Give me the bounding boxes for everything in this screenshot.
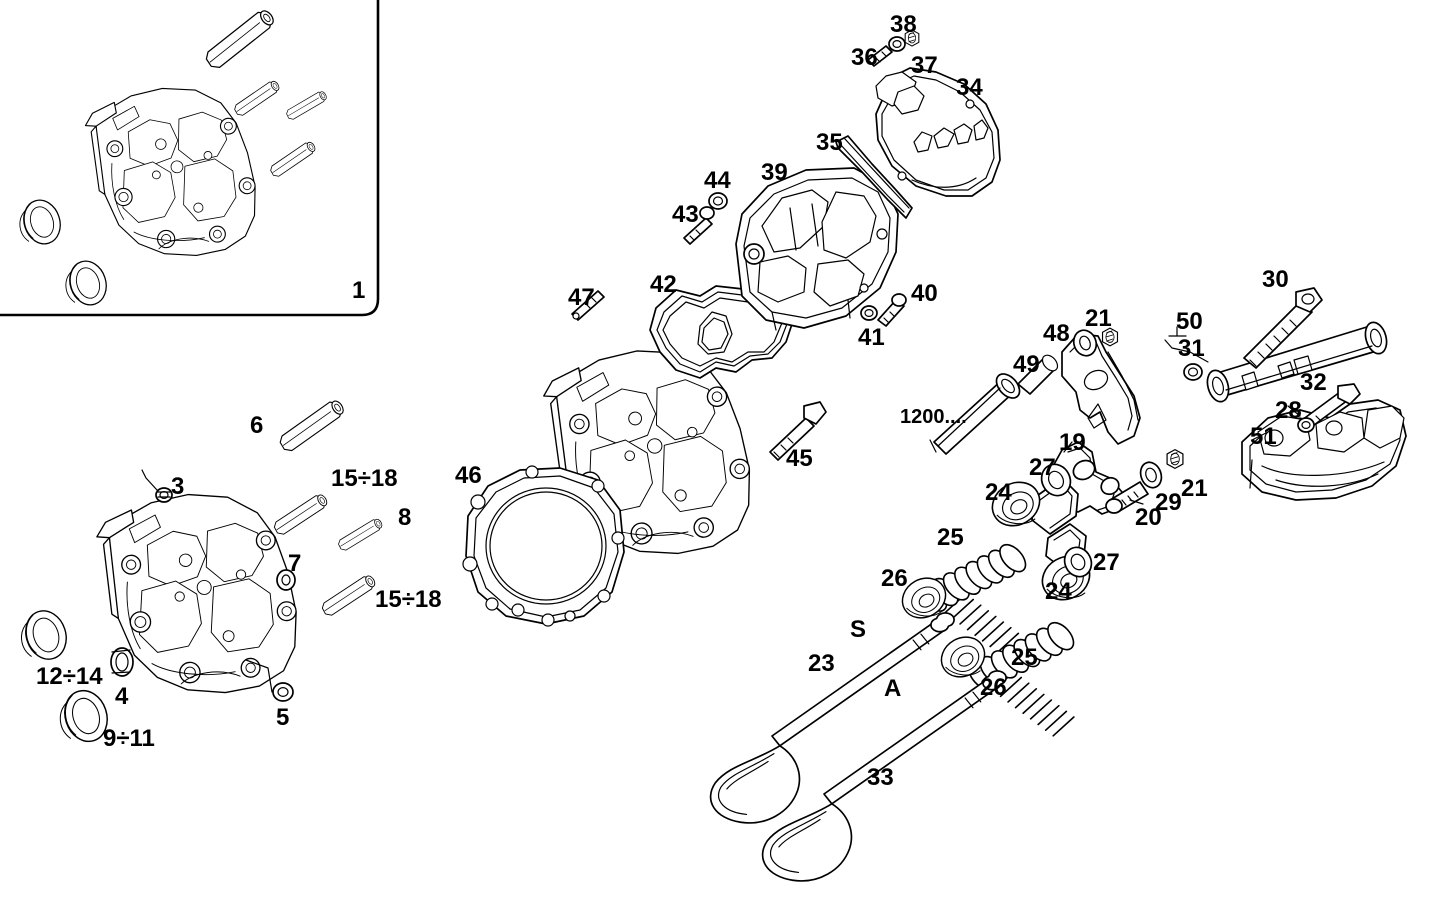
callout-5: 5 bbox=[276, 704, 290, 731]
callout-24: 24 bbox=[1045, 578, 1072, 605]
callout-21: 21 bbox=[1181, 475, 1208, 502]
callout-s: S bbox=[850, 616, 867, 643]
callout-12-14: 12÷14 bbox=[36, 663, 103, 690]
callout-1200----: 1200.... bbox=[900, 406, 967, 428]
callout-39: 39 bbox=[761, 159, 788, 186]
part-47-stud bbox=[571, 290, 605, 321]
callout-36: 36 bbox=[851, 44, 878, 71]
part-49-shaft bbox=[929, 373, 1021, 455]
callout-32: 32 bbox=[1300, 369, 1327, 396]
part-27-collet-upper bbox=[1040, 463, 1072, 497]
callout-27: 27 bbox=[1029, 454, 1056, 481]
callout-43: 43 bbox=[672, 201, 699, 228]
part-40-bolt bbox=[877, 293, 907, 327]
callout-leaders bbox=[1063, 405, 1301, 505]
callout-45: 45 bbox=[786, 445, 813, 472]
callout-51: 51 bbox=[1250, 423, 1277, 450]
part-41-washer bbox=[860, 305, 878, 321]
part-29-washer bbox=[1139, 461, 1163, 489]
callout-38: 38 bbox=[890, 11, 917, 38]
part-34-outer-cover bbox=[875, 67, 1001, 197]
callout-25: 25 bbox=[1011, 644, 1038, 671]
callout-26: 26 bbox=[881, 565, 908, 592]
callout-37: 37 bbox=[911, 52, 938, 79]
callout-3: 3 bbox=[171, 473, 185, 500]
part-31-washer bbox=[1183, 363, 1203, 381]
part-46-head-gasket bbox=[462, 465, 625, 627]
part-50-bracket-leader bbox=[1164, 326, 1209, 363]
callout-50: 50 bbox=[1176, 308, 1203, 335]
part-35-seal-strip bbox=[835, 135, 913, 219]
callout-27: 27 bbox=[1093, 549, 1120, 576]
part-3-plug bbox=[155, 487, 173, 503]
callout-25: 25 bbox=[937, 524, 964, 551]
part-31-camshaft bbox=[1206, 321, 1388, 403]
callout-47: 47 bbox=[568, 284, 595, 311]
callout-1: 1 bbox=[352, 277, 366, 304]
callout-6: 6 bbox=[250, 412, 264, 439]
callout-24: 24 bbox=[985, 479, 1012, 506]
callout-42: 42 bbox=[650, 271, 677, 298]
callout-35: 35 bbox=[816, 129, 843, 156]
callout-28: 28 bbox=[1275, 397, 1302, 424]
part-3-leader bbox=[141, 469, 158, 491]
callout-44: 44 bbox=[704, 167, 731, 194]
callout-21: 21 bbox=[1085, 305, 1112, 332]
callout-34: 34 bbox=[956, 74, 983, 101]
callout-15-18: 15÷18 bbox=[331, 465, 398, 492]
callout-23: 23 bbox=[808, 650, 835, 677]
callout-29: 29 bbox=[1155, 489, 1182, 516]
callout-9-11: 9÷11 bbox=[103, 725, 155, 752]
part-51-cam-carrier bbox=[1241, 399, 1407, 501]
callout-33: 33 bbox=[867, 764, 894, 791]
part-49-sleeve bbox=[1017, 354, 1059, 395]
part-21-nut-lower bbox=[1166, 449, 1184, 469]
part-7-washer bbox=[276, 569, 296, 591]
part-4-bush bbox=[110, 647, 134, 677]
callout-49: 49 bbox=[1013, 351, 1040, 378]
part-43-stud bbox=[683, 217, 713, 245]
callout-8: 8 bbox=[398, 504, 412, 531]
callout-46: 46 bbox=[455, 462, 482, 489]
callout-30: 30 bbox=[1262, 266, 1289, 293]
part-5-plug bbox=[245, 659, 294, 702]
callout-20: 20 bbox=[1135, 504, 1162, 531]
callout-40: 40 bbox=[911, 280, 938, 307]
part-20-adjuster bbox=[1105, 481, 1149, 514]
callout-26: 26 bbox=[980, 674, 1007, 701]
callout-48: 48 bbox=[1043, 320, 1070, 347]
part-36-pin bbox=[867, 45, 893, 67]
callout-15-18: 15÷18 bbox=[375, 586, 442, 613]
part-28-washer bbox=[1297, 417, 1315, 433]
cover-embossed-text bbox=[913, 119, 989, 153]
callout-4: 4 bbox=[115, 683, 129, 710]
part-39-cambox bbox=[735, 167, 899, 331]
part-48-rocker-arm bbox=[1061, 329, 1141, 445]
inset-box-frame bbox=[0, 0, 380, 317]
part-30-bolt bbox=[1243, 287, 1323, 369]
part-45-bolt bbox=[769, 401, 827, 461]
callout-a: A bbox=[884, 675, 902, 702]
callout-31: 31 bbox=[1178, 335, 1205, 362]
callout-19: 19 bbox=[1059, 429, 1086, 456]
part-43-bush bbox=[699, 206, 715, 220]
part-44-washer bbox=[708, 192, 728, 210]
callout-7: 7 bbox=[288, 550, 302, 577]
callout-41: 41 bbox=[858, 324, 885, 351]
part-37-washer bbox=[888, 36, 906, 52]
part-27-collet-lower bbox=[1063, 546, 1093, 578]
